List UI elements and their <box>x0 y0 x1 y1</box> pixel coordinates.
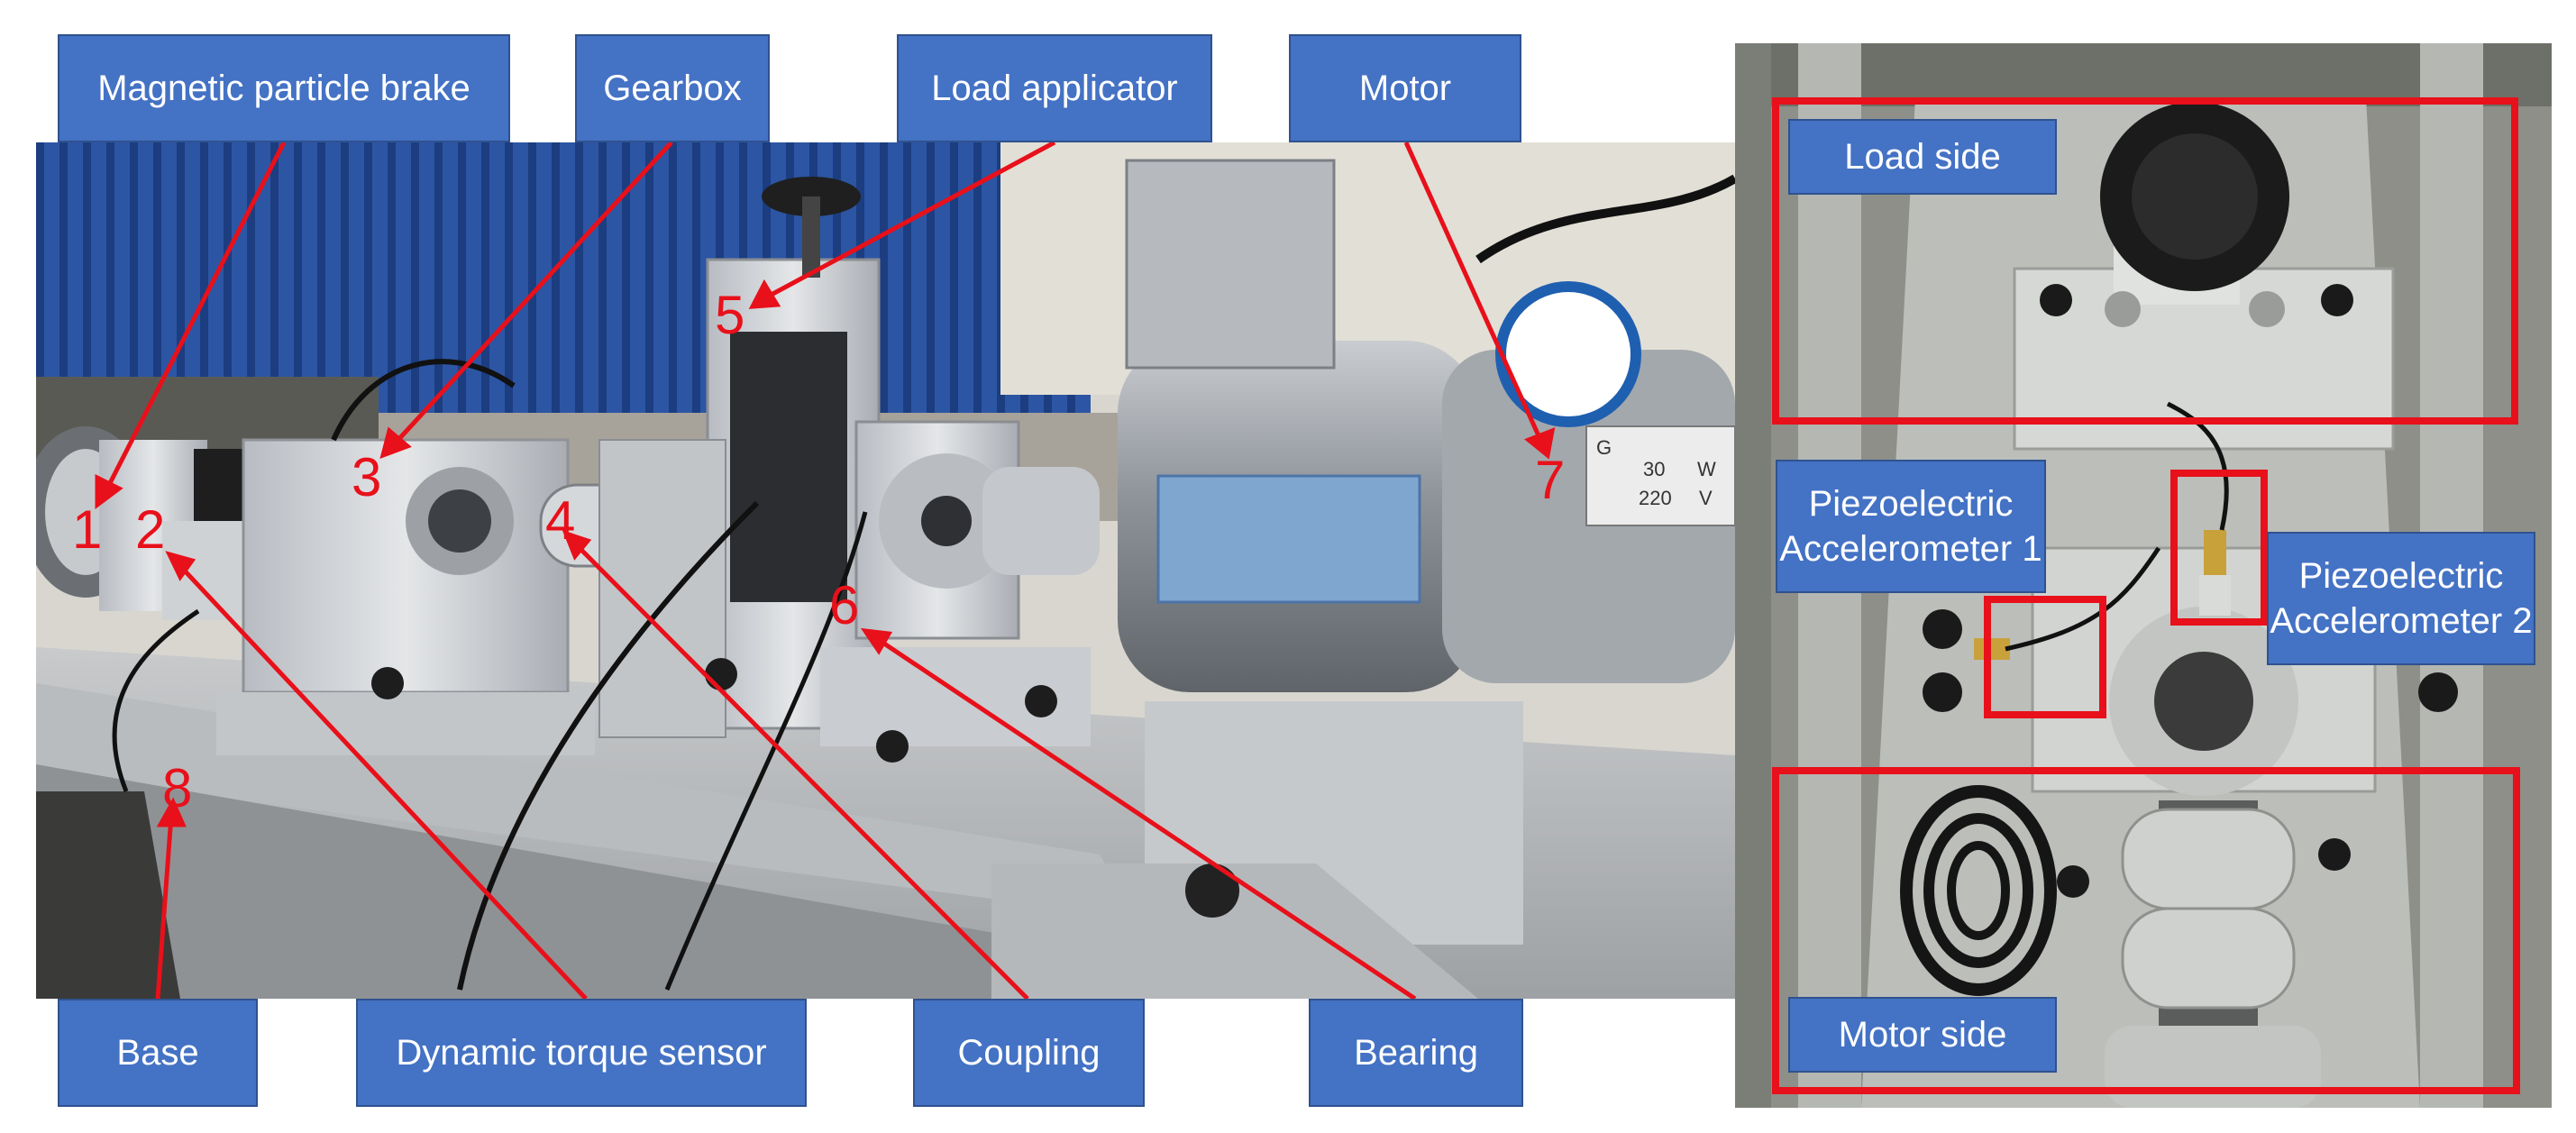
label-motor: Motor <box>1289 34 1521 142</box>
nameplate-v-unit: V <box>1699 487 1713 509</box>
test-rig-illustration <box>36 142 1735 999</box>
label-coupling: Coupling <box>913 999 1145 1107</box>
label-bearing: Bearing <box>1309 999 1523 1107</box>
marker-5: 5 <box>715 285 745 345</box>
label-accelerometer-1: Piezoelectric Accelerometer 1 <box>1776 460 2046 593</box>
marker-7: 7 <box>1535 450 1566 510</box>
nameplate-w-value: 30 <box>1643 458 1666 480</box>
accelerometer-2-line-1: Piezoelectric <box>2298 556 2504 596</box>
label-motor-side: Motor side <box>1788 997 2057 1073</box>
test-rig-photo: G 30 W 220 V <box>36 142 1735 999</box>
nameplate-w-unit: W <box>1697 458 1716 480</box>
accelerometer-1-line-1: Piezoelectric <box>1808 484 2014 524</box>
accelerometer-2-line-2: Accelerometer 2 <box>2270 601 2533 641</box>
nameplate-g: G <box>1596 436 1612 459</box>
marker-1: 1 <box>72 499 103 560</box>
label-dynamic-torque-sensor: Dynamic torque sensor <box>356 999 807 1107</box>
nameplate-v-value: 220 <box>1639 487 1672 509</box>
label-magnetic-particle-brake: Magnetic particle brake <box>58 34 510 142</box>
marker-2: 2 <box>135 499 166 560</box>
label-base: Base <box>58 999 258 1107</box>
marker-6: 6 <box>829 575 860 635</box>
label-load-side: Load side <box>1788 119 2057 195</box>
label-accelerometer-2: Piezoelectric Accelerometer 2 <box>2267 532 2535 665</box>
marker-3: 3 <box>352 447 382 507</box>
accelerometer-1-line-2: Accelerometer 1 <box>1779 529 2042 569</box>
motor-nameplate: G 30 W 220 V <box>1589 431 1733 521</box>
marker-8: 8 <box>162 758 193 818</box>
label-load-applicator: Load applicator <box>897 34 1212 142</box>
marker-4: 4 <box>545 490 576 551</box>
label-gearbox: Gearbox <box>575 34 770 142</box>
